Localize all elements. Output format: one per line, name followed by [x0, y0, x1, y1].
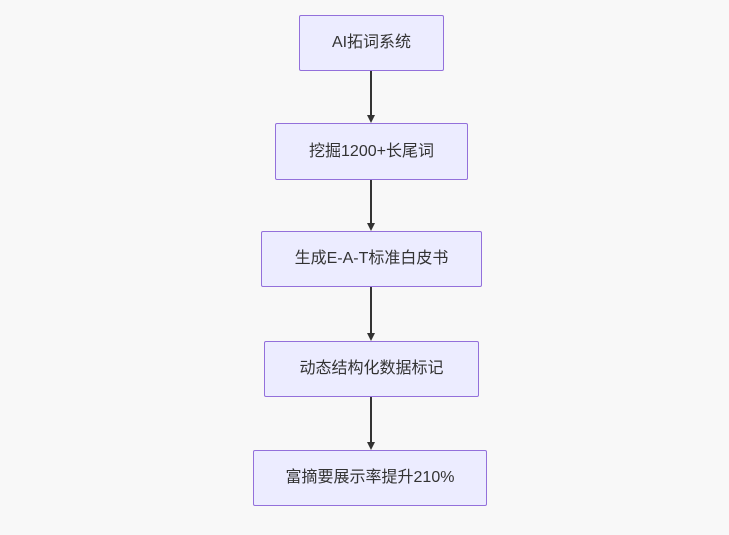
arrowhead-down-icon — [367, 223, 375, 231]
flow-arrow — [367, 287, 375, 341]
node-label: 动态结构化数据标记 — [299, 360, 444, 378]
flow-node-dynamic-structured-data-markup: 动态结构化数据标记 — [264, 341, 479, 397]
node-label: AI拓词系统 — [331, 34, 412, 52]
flow-node-mine-longtail-keywords: 挖掘1200+长尾词 — [275, 123, 468, 180]
flow-node-ai-word-expansion-system: AI拓词系统 — [299, 15, 444, 71]
arrowhead-down-icon — [367, 442, 375, 450]
flow-arrow — [367, 180, 375, 231]
flow-node-generate-eat-whitepaper: 生成E-A-T标准白皮书 — [261, 231, 482, 287]
arrowhead-down-icon — [367, 333, 375, 341]
arrowhead-down-icon — [367, 115, 375, 123]
node-label: 挖掘1200+长尾词 — [309, 142, 434, 160]
node-label: 富摘要展示率提升210% — [285, 469, 455, 487]
node-label: 生成E-A-T标准白皮书 — [294, 250, 449, 268]
flow-arrow — [367, 71, 375, 123]
flow-arrow — [367, 397, 375, 450]
flow-node-rich-snippet-rate-increase: 富摘要展示率提升210% — [253, 450, 487, 506]
